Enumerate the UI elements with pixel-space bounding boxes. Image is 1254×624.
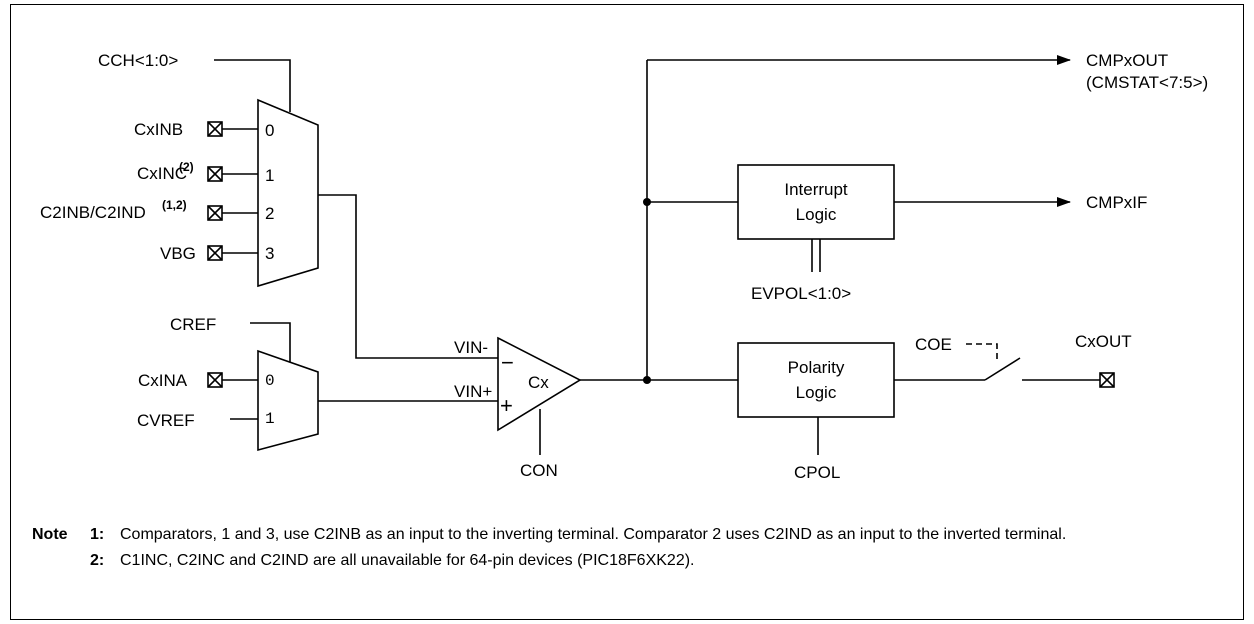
mux2-input-0-label: 0 (265, 372, 275, 390)
cvref-label: CVREF (137, 411, 195, 430)
reference-mux: 0 1 (257, 349, 319, 452)
pin-icon (1099, 372, 1115, 388)
evpol-label: EVPOL<1:0> (751, 284, 851, 303)
note-1-text: Comparators, 1 and 3, use C2INB as an in… (120, 526, 1067, 543)
cmstat-label: (CMSTAT<7:5>) (1086, 73, 1208, 92)
cch-select: CCH<1:0> (98, 51, 291, 112)
cxinc-label: CxINC (137, 164, 187, 183)
notes-section: Note 1: Comparators, 1 and 3, use C2INB … (32, 524, 1232, 572)
cxinc-superscript: (2) (179, 160, 194, 174)
mux1-input-1-label: 1 (265, 166, 274, 185)
vin-plus-label: VIN+ (454, 382, 492, 401)
cxina-label: CxINA (138, 371, 188, 390)
channel-mux: 0 1 2 3 (257, 98, 319, 288)
pin-icon (207, 166, 223, 182)
note-1: Note 1: Comparators, 1 and 3, use C2INB … (32, 524, 1232, 546)
cxina-input: CxINA (138, 371, 258, 390)
interrupt-logic-label-line1: Interrupt (784, 180, 848, 199)
cpol-label: CPOL (794, 463, 840, 482)
pin-icon (207, 121, 223, 137)
vbg-input: VBG (160, 244, 258, 263)
output-switch: COE (894, 335, 1100, 381)
con-label: CON (520, 461, 558, 480)
vbg-label: VBG (160, 244, 196, 263)
polarity-logic-block: Polarity Logic CPOL (737, 342, 895, 482)
comparator: VIN- VIN+ − + Cx CON (454, 336, 582, 480)
cref-label: CREF (170, 315, 216, 334)
cch-label: CCH<1:0> (98, 51, 178, 70)
polarity-logic-label-line2: Logic (796, 383, 837, 402)
pin-icon (207, 372, 223, 388)
cxinb-label: CxINB (134, 120, 183, 139)
cmpxout-output: CMPxOUT (CMSTAT<7:5>) (647, 51, 1208, 92)
vin-minus-label: VIN- (454, 338, 488, 357)
cmpxout-label: CMPxOUT (1086, 51, 1168, 70)
note-2-number: 2: (90, 552, 105, 569)
comparator-minus-sign: − (501, 350, 514, 375)
cmpxif-output: CMPxIF (894, 193, 1147, 212)
comparator-plus-sign: + (500, 393, 513, 418)
cxout-label: CxOUT (1075, 332, 1132, 351)
cref-select: CREF (170, 315, 291, 362)
vin-minus-wire (318, 194, 498, 359)
cxinb-input: CxINB (134, 120, 258, 139)
cvref-input: CVREF (137, 411, 258, 430)
pin-icon (207, 205, 223, 221)
notes-heading: Note (32, 526, 68, 543)
mux2-input-1-label: 1 (265, 410, 275, 428)
c2inb-input: C2INB/C2IND (1,2) (40, 198, 258, 222)
note-1-number: 1: (90, 526, 105, 543)
pin-icon (207, 245, 223, 261)
mux1-input-2-label: 2 (265, 204, 274, 223)
interrupt-logic-block: Interrupt Logic EVPOL<1:0> (737, 164, 895, 303)
mux1-input-3-label: 3 (265, 244, 274, 263)
interrupt-logic-label-line2: Logic (796, 205, 837, 224)
comparator-label: Cx (528, 373, 549, 392)
c2inb-label: C2INB/C2IND (40, 203, 146, 222)
junction-dot-bottom (643, 376, 651, 384)
c2inb-superscript: (1,2) (162, 198, 187, 212)
coe-label: COE (915, 335, 952, 354)
note-2-text: C1INC, C2INC and C2IND are all unavailab… (120, 552, 695, 569)
cxinc-input: CxINC (2) (137, 160, 258, 183)
cmpxif-label: CMPxIF (1086, 193, 1147, 212)
polarity-logic-label-line1: Polarity (788, 358, 845, 377)
cxout-pin: CxOUT (1075, 332, 1132, 388)
note-2: 2: C1INC, C2INC and C2IND are all unavai… (32, 550, 1232, 572)
diagram-frame (10, 4, 1244, 620)
mux1-input-0-label: 0 (265, 121, 274, 140)
